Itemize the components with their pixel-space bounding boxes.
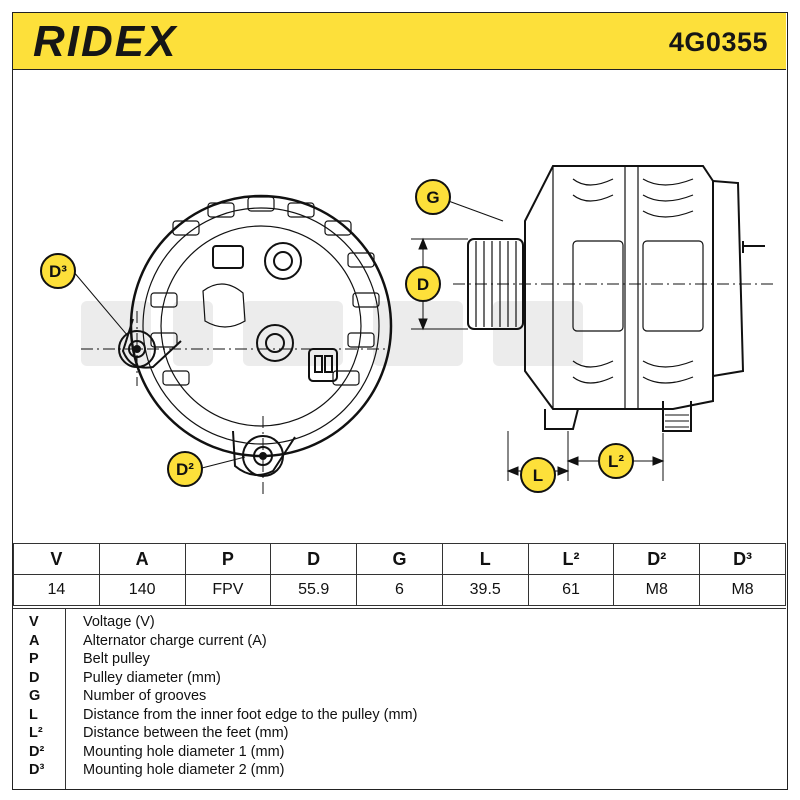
- legend-key: P: [29, 651, 39, 667]
- legend-desc: Voltage (V): [83, 614, 155, 630]
- legend-key: L: [29, 706, 38, 723]
- spec-header-cell: L: [441, 543, 529, 575]
- legend-key: D: [29, 669, 40, 686]
- spec-value-cell: FPV: [184, 574, 272, 606]
- legend: V Voltage (V) A Alternator charge curren…: [13, 608, 786, 789]
- legend-divider: [65, 609, 66, 789]
- label-g-text: G: [426, 188, 439, 207]
- label-d3-text: D³: [49, 262, 67, 281]
- legend-desc: Distance between the feet (mm): [83, 725, 289, 741]
- part-number: 4G0355: [668, 27, 768, 57]
- spec-header-cell: D²: [613, 543, 701, 575]
- centerlines: [81, 311, 385, 496]
- spec-header-cell: P: [184, 543, 272, 575]
- legend-item: G Number of grooves: [13, 687, 786, 706]
- legend-item: D² Mounting hole diameter 1 (mm): [13, 743, 786, 762]
- spec-header-cell: L²: [527, 543, 615, 575]
- label-d2-text: D²: [176, 460, 194, 479]
- label-d: D: [405, 266, 441, 302]
- legend-desc: Distance from the inner foot edge to the…: [83, 706, 418, 723]
- legend-key: D²: [29, 743, 45, 760]
- legend-desc: Number of grooves: [83, 688, 207, 704]
- legend-item: L Distance from the inner foot edge to t…: [13, 706, 786, 725]
- dimension-lines: [72, 198, 665, 481]
- legend-item: D Pulley diameter (mm): [13, 669, 786, 688]
- spec-header-cell: D: [270, 543, 358, 575]
- technical-drawing: D³ D² G D L L²: [40, 165, 773, 496]
- legend-key: G: [29, 688, 41, 704]
- alternator-rear-view: [118, 194, 393, 477]
- spec-value-cell: 6: [356, 574, 443, 606]
- legend-item: L² Distance between the feet (mm): [13, 724, 786, 743]
- legend-key: A: [29, 632, 40, 649]
- spec-header-cell: V: [13, 543, 100, 575]
- legend-item: P Belt pulley: [13, 650, 786, 669]
- label-d2: D²: [167, 451, 203, 487]
- spec-table: V A P D G L L² D² D³ 14 140 FPV 55.9 6 3…: [13, 543, 786, 606]
- legend-item: A Alternator charge current (A): [13, 632, 786, 651]
- datasheet: RIDEX 4G0355: [12, 12, 788, 790]
- label-l: L: [520, 457, 556, 493]
- label-l2: L²: [598, 443, 634, 479]
- label-l-text: L: [533, 466, 543, 485]
- alternator-side-view: [467, 165, 765, 432]
- label-d3: D³: [40, 253, 76, 289]
- legend-key: V: [29, 614, 39, 630]
- spec-value-cell: M8: [613, 574, 701, 606]
- spec-value-row: 14 140 FPV 55.9 6 39.5 61 M8 M8: [13, 574, 786, 606]
- legend-item: V Voltage (V): [13, 613, 786, 632]
- legend-desc: Mounting hole diameter 2 (mm): [83, 762, 285, 778]
- label-d-text: D: [417, 275, 429, 294]
- spec-header-cell: G: [356, 543, 443, 575]
- legend-desc: Mounting hole diameter 1 (mm): [83, 743, 285, 760]
- legend-desc: Alternator charge current (A): [83, 632, 267, 649]
- spec-value-cell: 14: [13, 574, 100, 606]
- brand-logo: RIDEX: [33, 17, 178, 66]
- legend-desc: Belt pulley: [83, 651, 150, 667]
- spec-value-cell: M8: [699, 574, 786, 606]
- legend-key: L²: [29, 725, 43, 741]
- legend-item: D³ Mounting hole diameter 2 (mm): [13, 761, 786, 780]
- spec-header-cell: D³: [699, 543, 786, 575]
- label-l2-text: L²: [608, 452, 624, 471]
- spec-header-cell: A: [98, 543, 186, 575]
- spec-value-cell: 55.9: [270, 574, 358, 606]
- spec-value-cell: 61: [527, 574, 615, 606]
- spec-value-cell: 140: [98, 574, 186, 606]
- spec-value-cell: 39.5: [441, 574, 529, 606]
- spec-header-row: V A P D G L L² D² D³: [13, 543, 786, 575]
- legend-desc: Pulley diameter (mm): [83, 669, 221, 686]
- legend-key: D³: [29, 762, 45, 778]
- header-bar: RIDEX 4G0355: [13, 13, 786, 70]
- label-g: G: [415, 179, 451, 215]
